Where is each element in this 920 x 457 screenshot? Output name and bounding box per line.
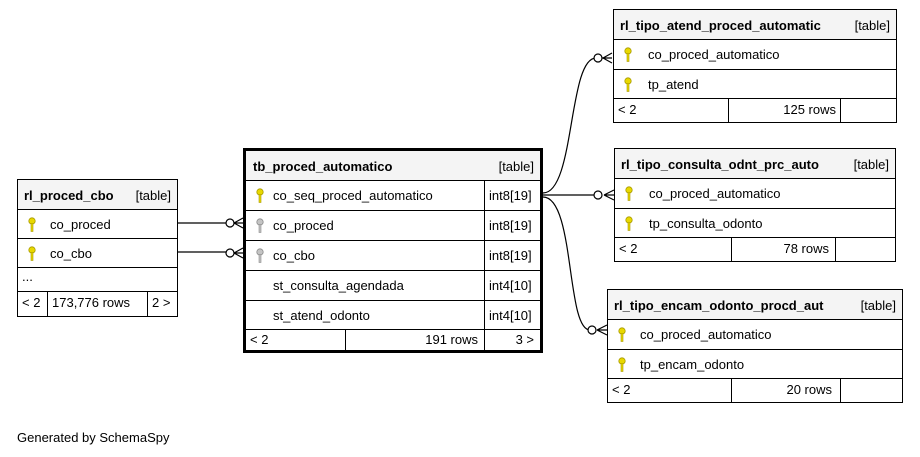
- edge-co-proced-crowfoot: [233, 217, 244, 229]
- table-footer: < 2 20 rows: [608, 378, 902, 402]
- column-row: co_proced_automatico: [608, 319, 902, 349]
- column-row: tp_encam_odonto: [608, 349, 902, 379]
- column-row: st_consulta_agendada int4[10]: [246, 270, 540, 300]
- parents-count[interactable]: < 2: [612, 382, 631, 397]
- primary-key-icon: [618, 327, 626, 342]
- row-count: 78 rows: [783, 241, 829, 256]
- table-footer: < 2 78 rows: [615, 237, 895, 261]
- column-row: co_cbo int8[19]: [246, 240, 540, 270]
- column-name: co_proced_automatico: [648, 47, 780, 62]
- column-type: int8[19]: [489, 188, 532, 203]
- column-name: st_consulta_agendada: [273, 278, 404, 293]
- table-footer: < 2 191 rows 3 >: [246, 329, 540, 352]
- edge-tipo-consulta-zero-marker: [593, 190, 603, 200]
- generated-by-label: Generated by SchemaSpy: [17, 430, 170, 445]
- edge-tipo-encam-crowfoot: [596, 324, 608, 336]
- column-name: co_proced_automatico: [649, 186, 781, 201]
- row-count: 191 rows: [425, 332, 478, 347]
- table-rl-proced-cbo[interactable]: rl_proced_cbo [table] co_proced co_cbo .…: [17, 179, 178, 317]
- table-header: rl_tipo_encam_odonto_procd_aut [table]: [608, 290, 902, 320]
- column-row: co_proced_automatico: [614, 39, 896, 69]
- column-row: st_atend_odonto int4[10]: [246, 300, 540, 330]
- column-name: co_cbo: [273, 248, 315, 263]
- table-header: tb_proced_automatico [table]: [246, 151, 540, 181]
- primary-key-icon: [625, 216, 633, 231]
- column-type: int8[19]: [489, 218, 532, 233]
- table-name: rl_tipo_encam_odonto_procd_aut: [614, 298, 824, 313]
- table-footer: < 2 173,776 rows 2 >: [18, 291, 177, 316]
- edge-co-cbo-zero-marker: [225, 248, 235, 258]
- edge-tipo-encam-zero-marker: [587, 325, 597, 335]
- row-count: 20 rows: [786, 382, 832, 397]
- column-name: co_cbo: [50, 246, 92, 261]
- edge-tipo-encam: [542, 196, 591, 331]
- column-name: co_seq_proced_automatico: [273, 188, 433, 203]
- column-row: co_cbo: [18, 238, 177, 268]
- column-row: tp_atend: [614, 69, 896, 99]
- column-row: tp_consulta_odonto: [615, 208, 895, 238]
- edge-tipo-atend: [542, 57, 604, 194]
- edge-tipo-atend-crowfoot: [602, 52, 613, 64]
- table-name: tb_proced_automatico: [253, 159, 393, 174]
- ellipsis-row: ...: [18, 267, 177, 292]
- table-tb-proced-automatico[interactable]: tb_proced_automatico [table] co_seq_proc…: [243, 148, 543, 353]
- column-type: int4[10]: [489, 308, 532, 323]
- primary-key-icon: [28, 246, 36, 261]
- table-tag: [table]: [135, 188, 171, 203]
- column-row: co_proced_automatico: [615, 178, 895, 208]
- table-tag: [table]: [854, 18, 890, 33]
- primary-key-icon: [256, 188, 264, 203]
- table-rl-tipo-encam-odonto-procd-aut[interactable]: rl_tipo_encam_odonto_procd_aut [table] c…: [607, 289, 903, 403]
- table-header: rl_tipo_consulta_odnt_prc_auto [table]: [615, 149, 895, 179]
- table-tag: [table]: [860, 298, 896, 313]
- primary-key-icon: [624, 77, 632, 92]
- edge-tipo-atend-zero-marker: [593, 53, 603, 63]
- table-name: rl_tipo_consulta_odnt_prc_auto: [621, 157, 819, 172]
- column-name: tp_atend: [648, 77, 699, 92]
- parents-count[interactable]: < 2: [22, 295, 41, 310]
- column-type: int8[19]: [489, 248, 532, 263]
- edge-co-cbo-crowfoot: [233, 247, 244, 259]
- table-name: rl_proced_cbo: [24, 188, 114, 203]
- column-name: co_proced: [50, 217, 111, 232]
- table-rl-tipo-consulta-odnt-prc-auto[interactable]: rl_tipo_consulta_odnt_prc_auto [table] c…: [614, 148, 896, 262]
- table-header: rl_tipo_atend_proced_automatic [table]: [614, 10, 896, 40]
- column-name: st_atend_odonto: [273, 308, 370, 323]
- column-name: co_proced_automatico: [640, 327, 772, 342]
- column-row: co_proced: [18, 209, 177, 239]
- foreign-key-icon: [256, 218, 264, 233]
- table-tag: [table]: [498, 159, 534, 174]
- column-name: tp_consulta_odonto: [649, 216, 763, 231]
- column-row: co_proced int8[19]: [246, 210, 540, 240]
- column-name: co_proced: [273, 218, 334, 233]
- column-row: co_seq_proced_automatico int8[19]: [246, 180, 540, 210]
- primary-key-icon: [625, 186, 633, 201]
- parents-count[interactable]: < 2: [250, 332, 269, 347]
- table-header: rl_proced_cbo [table]: [18, 180, 177, 210]
- primary-key-icon: [624, 47, 632, 62]
- parents-count[interactable]: < 2: [618, 102, 637, 117]
- parents-count[interactable]: < 2: [619, 241, 638, 256]
- table-rl-tipo-atend-proced-automatic[interactable]: rl_tipo_atend_proced_automatic [table] c…: [613, 9, 897, 123]
- edge-tipo-consulta-crowfoot: [603, 189, 615, 201]
- children-count[interactable]: 2 >: [152, 295, 171, 310]
- children-count[interactable]: 3 >: [515, 332, 534, 347]
- ellipsis: ...: [22, 269, 33, 284]
- table-name: rl_tipo_atend_proced_automatic: [620, 18, 821, 33]
- row-count: 173,776 rows: [52, 295, 131, 310]
- primary-key-icon: [28, 217, 36, 232]
- column-name: tp_encam_odonto: [640, 357, 745, 372]
- column-type: int4[10]: [489, 278, 532, 293]
- edge-co-proced-zero-marker: [225, 218, 235, 228]
- row-count: 125 rows: [783, 102, 836, 117]
- table-tag: [table]: [853, 157, 889, 172]
- primary-key-icon: [618, 357, 626, 372]
- foreign-key-icon: [256, 248, 264, 263]
- table-footer: < 2 125 rows: [614, 98, 896, 122]
